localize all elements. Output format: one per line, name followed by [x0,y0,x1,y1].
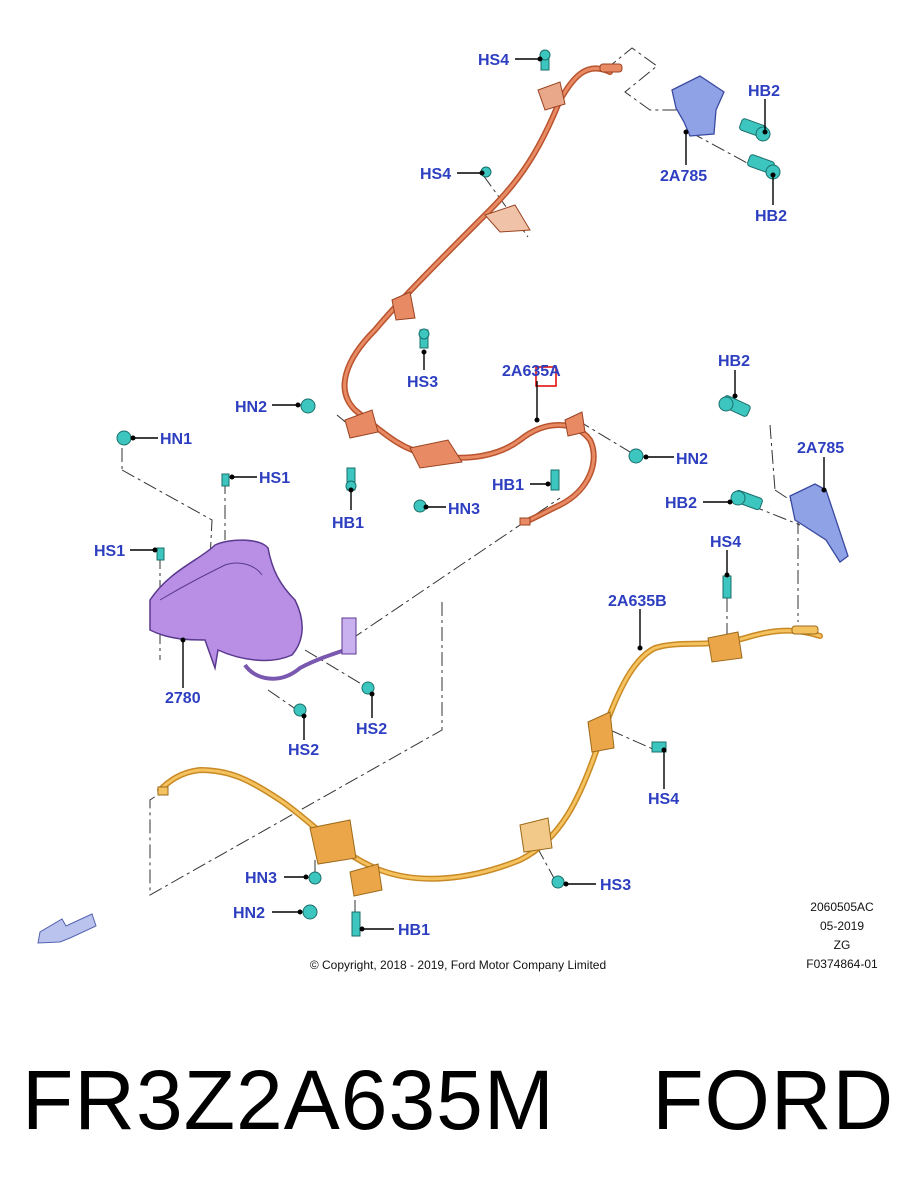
label-hs2-left: HS2 [288,742,319,759]
label-hb1-upper-right: HB1 [492,477,524,494]
fastener-hb2-top-2 [747,154,781,180]
label-hb1-lower: HB1 [398,922,430,939]
meta-date: 05-2019 [820,919,864,933]
copyright: © Copyright, 2018 - 2019, Ford Motor Com… [310,958,606,972]
label-hs4-mid: HS4 [420,166,451,183]
fastener-hn1 [116,430,132,446]
label-hn1: HN1 [160,431,192,448]
fastener-hb2-right-top [718,395,751,417]
fastener-hs4-right [722,575,732,599]
cable-2a635a [341,63,623,526]
cable-2a635b [157,625,823,897]
fastener-hs2-left [293,703,307,717]
bracket-2a785-right [789,483,849,563]
label-hb2-top: HB2 [748,83,780,100]
caption-gap [555,1053,652,1147]
fastener-hb2-right-bottom [730,489,763,511]
label-hb2-right: HB2 [718,353,750,370]
highlight-box [535,366,557,387]
fastener-hn2-right [628,448,644,464]
parking-brake-cable-diagram: HS4 HB2 2A785 HS4 HB2 HS3 2A635A HB2 HN2… [37,47,878,972]
part-number: FR3Z2A635M [22,1053,555,1147]
label-hs4-lower: HS4 [648,791,679,808]
fastener-hs4-lower [651,741,667,753]
callout-labels: HS4 HB2 2A785 HS4 HB2 HS3 2A635A HB2 HN2… [94,52,844,939]
part-number-caption: FR3Z2A635M FORD [22,1052,894,1148]
label-hs3-lower: HS3 [600,877,631,894]
fastener-hs3-lower [551,875,565,889]
label-hn3-upper: HN3 [448,501,480,518]
fastener-hn2-left [300,398,316,414]
fasteners [116,49,781,937]
meta-ref: F0374864-01 [806,957,878,971]
fastener-hb1-upper-right [550,469,560,491]
label-2a785-top: 2A785 [660,168,707,185]
brand-name: FORD [652,1053,895,1147]
leader-lines [130,56,827,932]
label-2a785-right: 2A785 [797,440,844,457]
label-hs4-top: HS4 [478,52,509,69]
drawing-metadata: 2060505AC 05-2019 ZG F0374864-01 © Copyr… [310,900,878,972]
label-hb2-lower: HB2 [665,495,697,512]
fastener-hb1-lower [351,911,361,937]
fastener-hs1-left [156,547,165,561]
label-2a635b: 2A635B [608,593,667,610]
handbrake-lever-2780 [149,539,357,681]
meta-code: 2060505AC [810,900,874,914]
arrow-icon [37,913,97,944]
label-hn2-lower: HN2 [233,905,265,922]
bracket-2a785-top [671,75,725,137]
fastener-hs4-top [539,49,551,71]
label-hb1-upper-left: HB1 [332,515,364,532]
fastener-hn3-lower [308,871,322,885]
fastener-hs3-upper [418,328,430,349]
fastener-hs2-right [361,681,375,695]
label-hn2-left: HN2 [235,399,267,416]
label-2a635a: 2A635A [502,363,561,380]
label-hs1-top: HS1 [259,470,290,487]
label-hs1-left: HS1 [94,543,125,560]
label-hs2-right: HS2 [356,721,387,738]
label-hn3-lower: HN3 [245,870,277,887]
meta-zg: ZG [834,938,851,952]
label-hb2-upper-mid: HB2 [755,208,787,225]
label-hn2-right: HN2 [676,451,708,468]
fastener-hn2-lower [302,904,318,920]
fastener-hs1-top [221,473,230,487]
label-hs4-right: HS4 [710,534,741,551]
label-hs3-upper: HS3 [407,374,438,391]
label-2780: 2780 [165,690,201,707]
